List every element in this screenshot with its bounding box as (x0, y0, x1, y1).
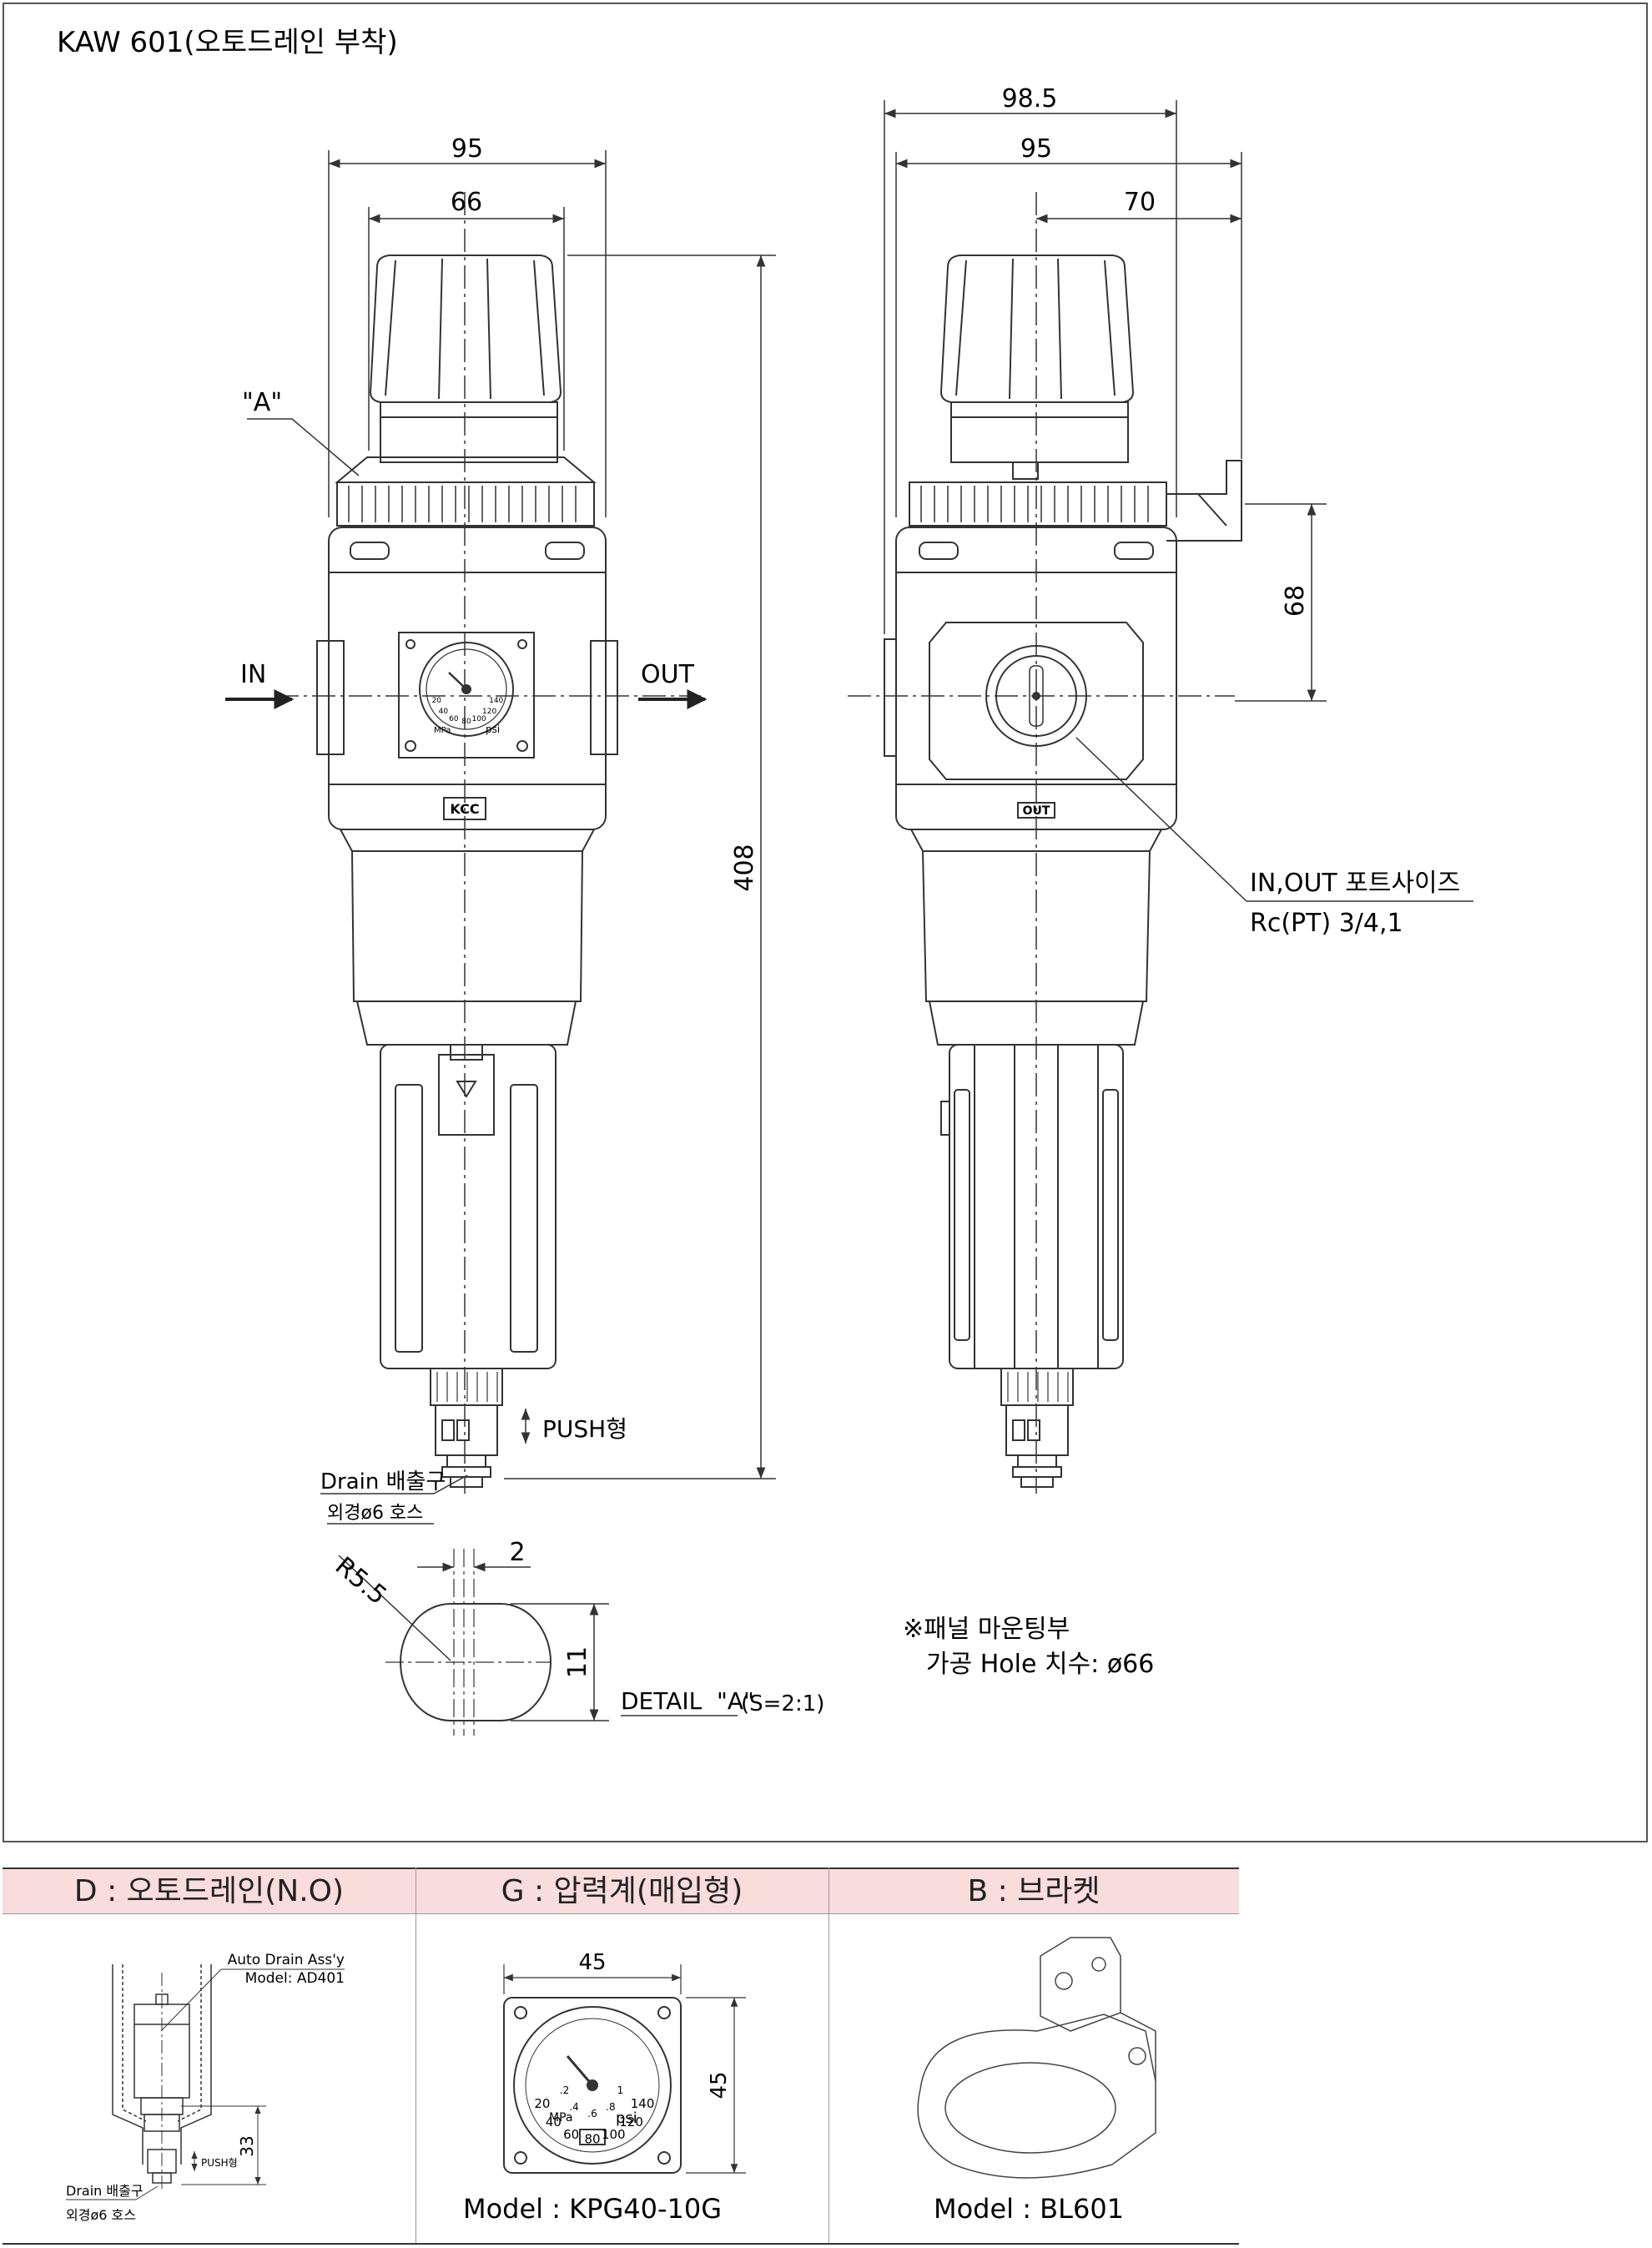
options-table: D : 오토드레인(N.O) G : 압력계(매입형) B : 브라켓 (3, 1867, 1239, 2245)
auto-drain-hose-label: 외경ø6 호스 (66, 2207, 136, 2223)
gauge-dim-height: 45 (707, 2071, 732, 2099)
gauge-tick-label: .2 (560, 2084, 569, 2096)
side-view (848, 192, 1242, 1494)
front-view (275, 192, 701, 1494)
drawing-title: KAW 601(오토드레인 부착) (57, 26, 398, 59)
push-type-label: PUSH형 (542, 1415, 627, 1443)
front-dimension-labels: 95 66 408 "A" IN OUT PUSH형 Drain 배출구 외경ø… (240, 134, 759, 1524)
side-dimension-labels: 98.5 95 70 68 OUT IN,OUT 포트사이즈 Rc(PT) 3/… (1002, 84, 1461, 938)
port-size-title: IN,OUT 포트사이즈 (1250, 869, 1460, 898)
outlet-label: OUT (641, 660, 695, 689)
gauge-dim-width: 45 (578, 1950, 606, 1975)
gauge-tick-label: 60 (563, 2127, 579, 2142)
technical-drawing: KAW 601(오토드레인 부착) (57, 26, 1473, 1736)
gauge-tick-label: 120 (619, 2114, 643, 2130)
gauge-tick-label: .6 (587, 2108, 597, 2119)
detail-a-view (338, 1549, 738, 1736)
gauge-tick-label: 80 (461, 718, 471, 726)
gauge-tick-label: .8 (606, 2101, 615, 2113)
gauge-tick-label: 80 (584, 2131, 600, 2146)
option-g-header: G : 압력계(매입형) (416, 1867, 829, 1914)
gauge-unit-psi: psi (486, 723, 500, 735)
dim-front-width-inner: 66 (451, 188, 482, 217)
detail-a-labels: R5.5 2 11 DETAIL "A" (S=2:1) ※패널 마운팅부 가공… (330, 1538, 1155, 1716)
dim-side-width-body: 95 (1020, 134, 1052, 164)
option-gauge-mpa: MPa (549, 2111, 572, 2125)
option-b-header: B : 브라켓 (829, 1867, 1239, 1914)
side-out-badge: OUT (1023, 804, 1050, 818)
auto-drain-callout: Auto Drain Ass'y (228, 1952, 345, 1968)
gauge-tick-label: 40 (439, 708, 449, 716)
detail-height-label: 11 (563, 1646, 592, 1678)
gauge-tick-label: .4 (569, 2101, 578, 2113)
front-dimensions (247, 150, 776, 1525)
detail-radius-label: R5.5 (330, 1551, 392, 1610)
dim-bracket-height: 68 (1281, 585, 1310, 617)
drawing-frame (3, 3, 1648, 1842)
port-size-value: Rc(PT) 3/4,1 (1250, 909, 1403, 938)
auto-drain-dim: 33 (237, 2135, 257, 2156)
detail-ref-label: "A" (242, 388, 282, 417)
dim-side-width-bracket: 70 (1124, 188, 1156, 217)
gauge-tick-label: 120 (482, 708, 496, 716)
auto-drain-model: Model: AD401 (245, 1970, 345, 1987)
gauge-tick-label: 20 (534, 2096, 550, 2111)
gauge-tick-label: 140 (489, 697, 503, 705)
drain-outlet-label: Drain 배출구 (320, 1469, 446, 1494)
auto-drain-drawing: Auto Drain Ass'y Model: AD401 PUSH형 33 D… (66, 1952, 345, 2223)
detail-caption: DETAIL "A" (621, 1687, 754, 1715)
side-dimensions (884, 100, 1473, 902)
panel-note-line1: ※패널 마운팅부 (903, 1615, 1070, 1644)
inlet-label: IN (240, 660, 266, 689)
auto-drain-outlet-label: Drain 배출구 (66, 2183, 144, 2199)
option-b-cell: Model : BL601 (829, 1914, 1239, 2245)
gauge-tick-label: 1 (617, 2084, 624, 2096)
dim-side-width-total: 98.5 (1002, 84, 1058, 113)
dim-overall-height: 408 (730, 844, 759, 891)
option-gauge-psi: psi (616, 2109, 637, 2127)
panel-note-line2: 가공 Hole 치수: ø66 (926, 1650, 1154, 1679)
gauge-tick-label: 20 (432, 697, 442, 705)
gauge-tick-label: 40 (546, 2114, 562, 2130)
drain-hose-label: 외경ø6 호스 (327, 1503, 423, 1524)
option-d-cell: Auto Drain Ass'y Model: AD401 PUSH형 33 D… (3, 1914, 416, 2245)
detail-slot-label: 2 (509, 1538, 525, 1567)
gauge-tick-label: 140 (631, 2096, 655, 2111)
detail-scale: (S=2:1) (741, 1691, 824, 1716)
gauge-tick-label: 100 (472, 715, 486, 723)
dim-front-width-outer: 95 (451, 134, 483, 164)
gauge-unit-mpa: MPa (434, 726, 451, 735)
gauge-tick-label: 100 (602, 2127, 626, 2142)
brand-badge: KCC (450, 801, 479, 817)
auto-drain-push-label: PUSH형 (201, 2157, 238, 2169)
option-d-header: D : 오토드레인(N.O) (3, 1867, 416, 1914)
gauge-model: Model : KPG40-10G (463, 2193, 722, 2225)
gauge-tick-label: 60 (449, 715, 459, 723)
bracket-drawing: Model : BL601 (917, 1937, 1156, 2225)
bracket-model: Model : BL601 (934, 2193, 1124, 2225)
